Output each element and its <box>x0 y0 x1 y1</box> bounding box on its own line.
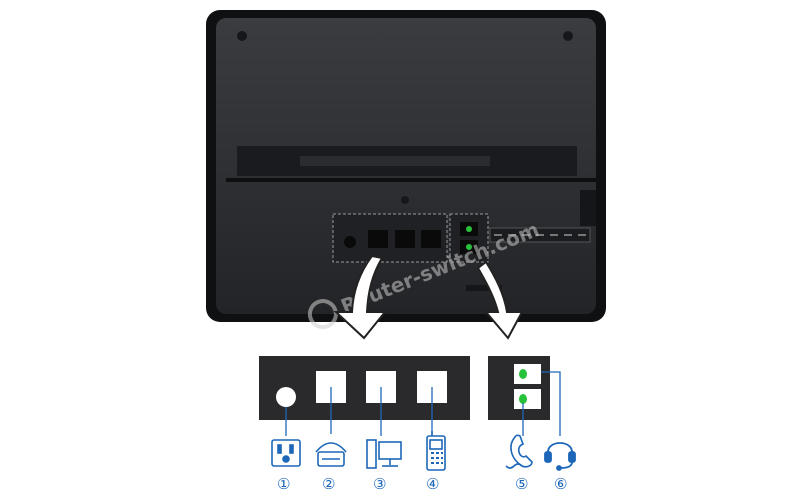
port-number-4: ④ <box>426 475 439 493</box>
watermark-logo-icon <box>307 299 338 330</box>
computer-icon <box>366 439 402 469</box>
headset-icon <box>544 442 576 471</box>
device-handset-led <box>466 226 472 232</box>
leader-line-6 <box>541 371 561 436</box>
screw <box>401 196 409 204</box>
power-outlet-icon <box>271 439 301 467</box>
arrow-audio-ports <box>476 260 524 340</box>
device-power-jack <box>344 236 356 248</box>
device-pc-jack <box>395 230 415 248</box>
port-number-2: ② <box>322 475 335 493</box>
port-number-5: ⑤ <box>515 475 528 493</box>
headset-port <box>514 389 541 409</box>
port-number-1: ① <box>277 475 290 493</box>
device-headset-led <box>466 244 472 250</box>
leader-lines <box>285 371 561 436</box>
stand-rail <box>226 178 596 182</box>
handset-icon <box>505 434 533 469</box>
audio-port-panel <box>488 356 550 420</box>
screw <box>563 31 573 41</box>
vent-slot <box>466 285 502 291</box>
port-number-3: ③ <box>373 475 386 493</box>
stand-slot-inner <box>300 156 490 166</box>
device-phone-jack <box>368 230 388 248</box>
handset-port <box>514 364 541 384</box>
screw <box>237 31 247 41</box>
telephone-icon <box>315 442 347 467</box>
mobile-phone-icon <box>426 431 446 471</box>
port-numbers: ① ② ③ ④ ⑤ ⑥ <box>277 475 567 493</box>
device-rear-view <box>206 10 606 322</box>
device-aux-jack <box>421 230 441 248</box>
port-number-6: ⑥ <box>554 475 567 493</box>
arrow-main-ports <box>333 254 388 340</box>
arrows <box>333 254 524 340</box>
main-port-panel <box>259 356 470 420</box>
handset-port-led <box>519 369 527 379</box>
side-clip <box>580 190 596 226</box>
power-port <box>276 387 296 407</box>
headset-port-led <box>519 394 527 404</box>
